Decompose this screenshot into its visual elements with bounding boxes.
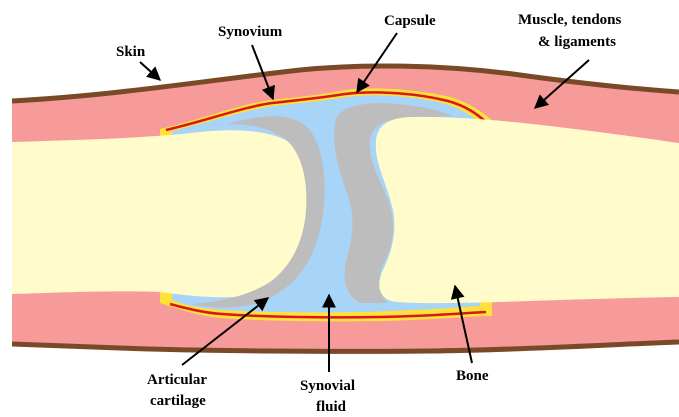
skin-label: Skin (116, 44, 146, 60)
synovial-label-line1: Synovial (300, 378, 355, 394)
synovial-label-line2: fluid (316, 399, 347, 415)
bone-label: Bone (456, 368, 489, 384)
articular-label-line2: cartilage (150, 393, 206, 409)
muscle-label-line2: & ligaments (538, 34, 616, 50)
synovium-label: Synovium (218, 24, 283, 40)
right-bone (376, 117, 679, 303)
articular-label-line1: Articular (147, 372, 207, 388)
skin-leader (140, 62, 160, 80)
capsule-label: Capsule (384, 13, 436, 29)
left-bone (12, 130, 316, 297)
muscle-label-line1: Muscle, tendons (518, 12, 622, 28)
